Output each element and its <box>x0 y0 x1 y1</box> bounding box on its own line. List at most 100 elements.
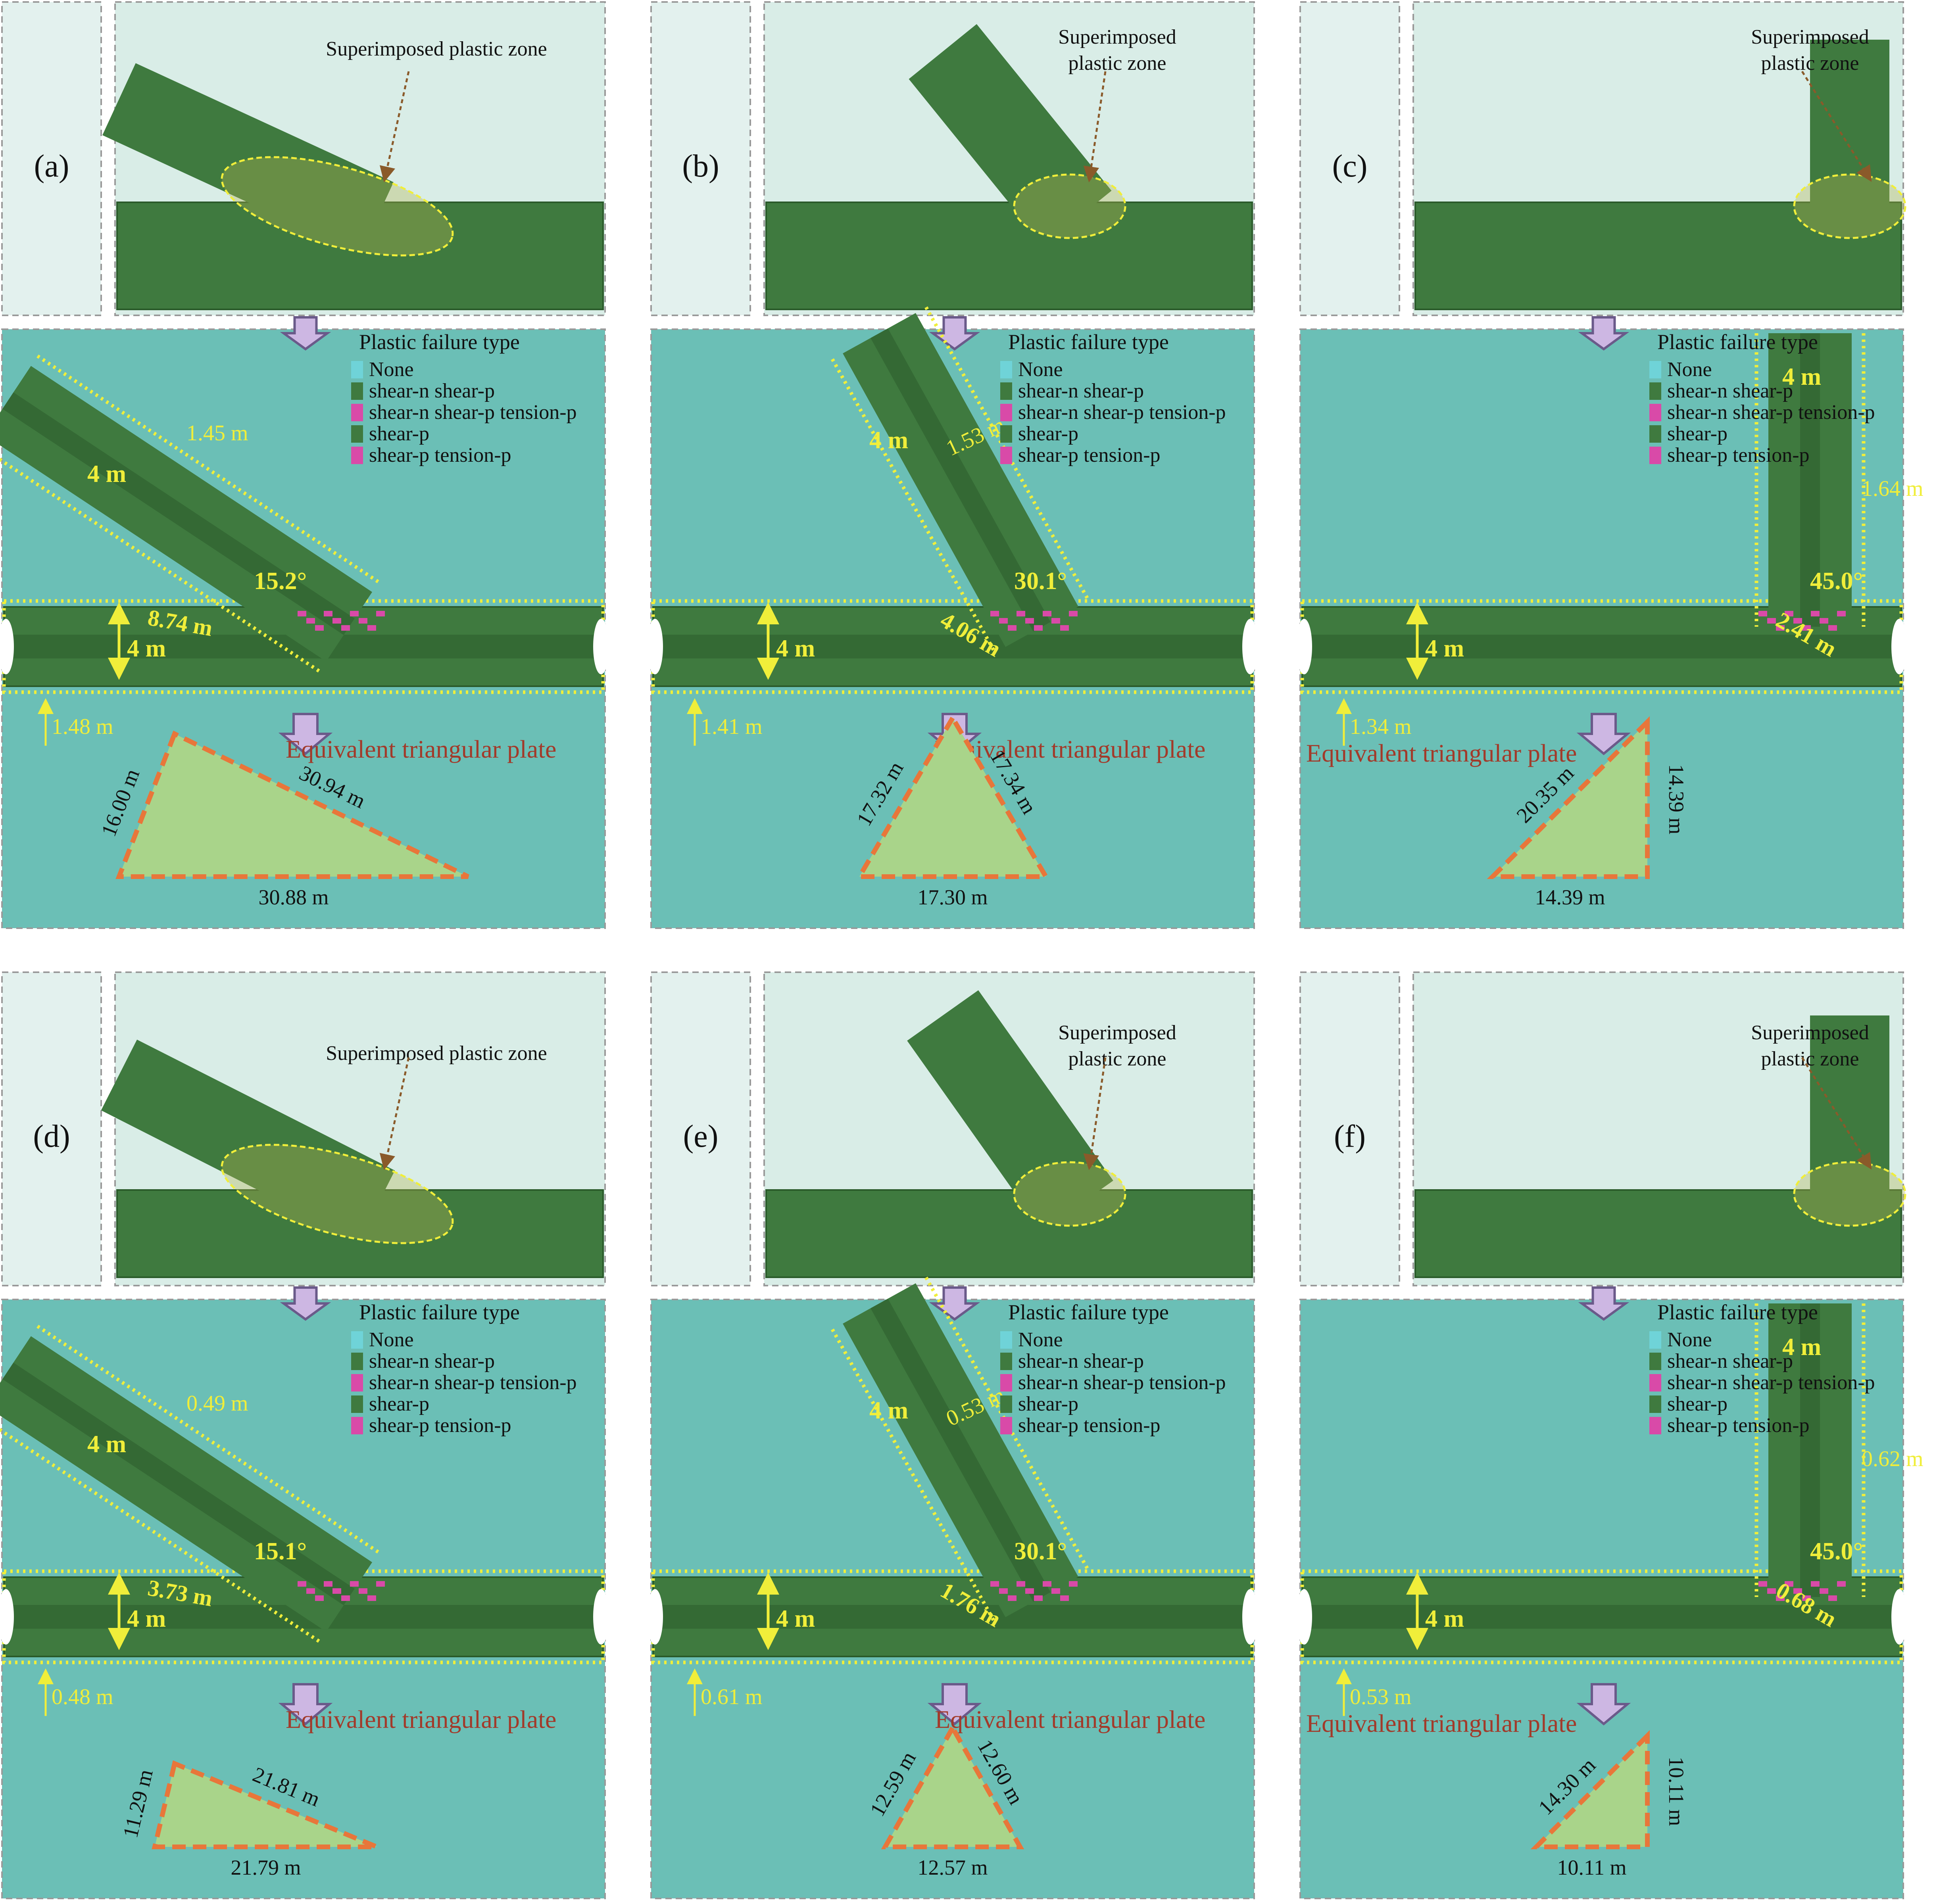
legend-swatch-0 <box>1649 1331 1661 1349</box>
legend-item-label: shear-n shear-p tension-p <box>369 1371 577 1394</box>
main-diameter-label: 4 m <box>127 635 166 662</box>
failure-patch <box>341 1595 350 1601</box>
main-diameter-label: 4 m <box>1425 1605 1464 1632</box>
plate-right-length: 14.39 m <box>1664 764 1688 834</box>
legend-title: Plastic failure type <box>1008 330 1169 354</box>
failure-patch <box>999 1588 1008 1594</box>
failure-patch <box>990 1581 999 1587</box>
failure-patch <box>1060 1595 1069 1601</box>
panel-label: (a) <box>34 149 69 184</box>
legend-swatch-1 <box>1000 1353 1012 1370</box>
main-tunnel-3d <box>1414 202 1902 310</box>
branch-tunnel-shade <box>2 392 355 635</box>
plastic-boundary-branch <box>0 1428 321 1643</box>
failure-patch <box>367 1595 376 1601</box>
failure-patch <box>1758 1581 1767 1587</box>
failure-patch <box>350 611 359 616</box>
legend-swatch-2 <box>351 1374 363 1392</box>
panel-label: (d) <box>33 1119 70 1154</box>
angle-label: 15.2° <box>254 568 307 595</box>
tunnel-end-left <box>1296 619 1312 674</box>
annotation-superimposed-line1: Superimposed <box>1751 1021 1869 1044</box>
failure-patch <box>315 625 324 631</box>
down-arrow-2 <box>1576 713 1631 755</box>
failure-patch <box>367 625 376 631</box>
main-tunnel-3d <box>765 1189 1253 1278</box>
legend-swatch-2 <box>1649 404 1661 421</box>
branch-thickness-label: 0.62 m <box>1862 1447 1924 1471</box>
failure-patch <box>1776 625 1785 631</box>
legend-item-label: None <box>1667 358 1712 381</box>
main-tunnel-shade <box>1302 635 1901 658</box>
angle-label: 45.0° <box>1810 568 1863 595</box>
angle-label: 45.0° <box>1810 1538 1863 1565</box>
legend-swatch-1 <box>1649 1353 1661 1370</box>
failure-patch <box>359 1588 367 1594</box>
branch-diameter-label: 4 m <box>1782 1334 1821 1361</box>
failure-patch <box>298 611 306 616</box>
failure-patch <box>1820 618 1828 624</box>
legend-item-label: shear-n shear-p <box>369 1350 495 1372</box>
legend-swatch-4 <box>1000 447 1012 464</box>
legend-item-label: shear-p tension-p <box>1667 1414 1810 1437</box>
legend-item-label: shear-n shear-p <box>1018 380 1144 402</box>
legend-swatch-3 <box>1000 425 1012 443</box>
failure-patch <box>298 1581 306 1587</box>
branch-diameter-label: 4 m <box>869 1397 908 1424</box>
failure-patch <box>376 1581 385 1587</box>
legend-item-label: shear-p tension-p <box>369 444 511 466</box>
legend-item-label: shear-p tension-p <box>369 1414 511 1437</box>
annotation-superimposed-line2: plastic zone <box>1068 1048 1166 1070</box>
failure-patch <box>1069 611 1078 616</box>
plate-base-length: 30.88 m <box>258 885 329 909</box>
equivalent-plate <box>152 1760 378 1849</box>
tunnel-end-right <box>1242 1589 1258 1645</box>
annotation-superimposed-line1: Superimposed <box>1058 1021 1176 1044</box>
side-strip <box>650 1 751 316</box>
legend-item-label: None <box>1018 358 1063 381</box>
annotation-superimposed-line2: plastic zone <box>1068 52 1166 75</box>
branch-diameter-label: 4 m <box>1782 363 1821 390</box>
side-strip <box>1299 971 1400 1286</box>
tunnel-end-left <box>0 619 14 674</box>
failure-patch <box>990 611 999 616</box>
failure-patch <box>1043 611 1051 616</box>
plastic-zone-ellipse <box>1793 173 1906 239</box>
plastic-boundary-branch <box>37 354 380 584</box>
plate-title: Equivalent triangular plate <box>1306 739 1577 767</box>
failure-patch <box>315 1595 324 1601</box>
legend-swatch-1 <box>351 382 363 400</box>
down-arrow-1 <box>280 1286 331 1321</box>
branch-thickness-label: 1.45 m <box>186 421 248 445</box>
legend-item-label: None <box>1018 1328 1063 1351</box>
plate-title: Equivalent triangular plate <box>935 735 1205 763</box>
down-arrow-1 <box>1578 1286 1630 1321</box>
legend-swatch-3 <box>351 425 363 443</box>
failure-patch <box>341 625 350 631</box>
branch-thickness-label: 0.49 m <box>186 1391 248 1416</box>
legend-swatch-2 <box>1649 1374 1661 1392</box>
down-arrow-1 <box>1578 316 1630 351</box>
plastic-boundary-branch <box>830 358 997 654</box>
failure-patch <box>1776 1595 1785 1601</box>
tunnel-end-left <box>647 1589 663 1645</box>
plate-title: Equivalent triangular plate <box>286 735 556 763</box>
equivalent-plate <box>1487 716 1650 879</box>
branch-tunnel-shade <box>2 1363 355 1605</box>
plastic-zone-ellipse <box>1013 173 1126 239</box>
plastic-boundary-branch <box>0 457 321 673</box>
plastic-boundary-branch <box>830 1328 997 1624</box>
legend-item-label: shear-n shear-p tension-p <box>1018 401 1226 424</box>
failure-patch <box>306 1588 315 1594</box>
failure-patch <box>1069 1581 1078 1587</box>
legend-swatch-1 <box>351 1353 363 1370</box>
branch-tunnel-3d <box>907 990 1113 1231</box>
failure-patch <box>332 618 341 624</box>
failure-patch <box>1017 611 1025 616</box>
branch-tunnel-shade <box>870 328 1051 632</box>
failure-patch <box>1802 625 1811 631</box>
legend-swatch-3 <box>1649 1395 1661 1413</box>
plate-title: Equivalent triangular plate <box>1306 1709 1577 1737</box>
legend-swatch-4 <box>1649 447 1661 464</box>
